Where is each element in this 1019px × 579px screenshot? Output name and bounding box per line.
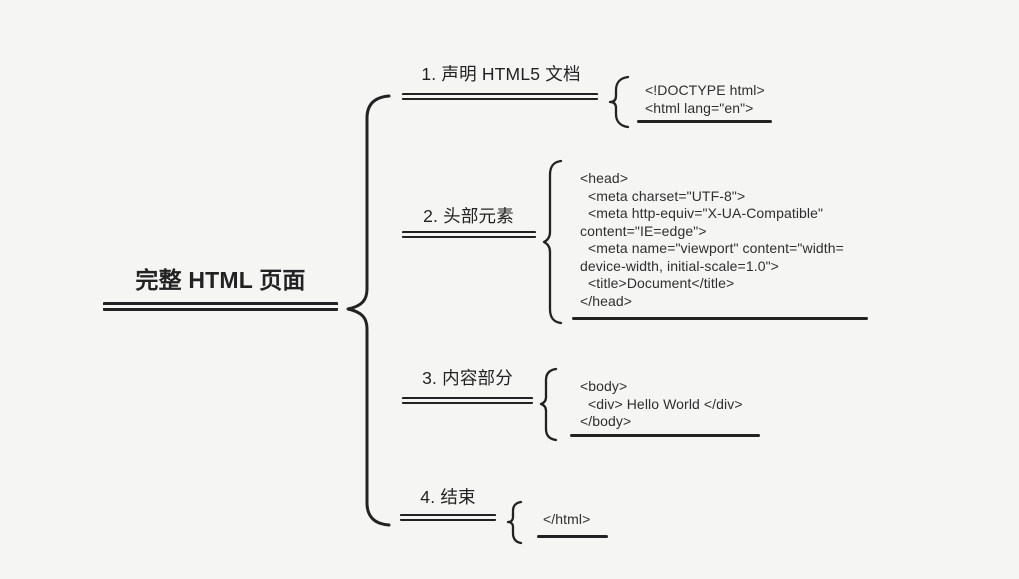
branch-3-code[interactable]: <body> <div> Hello World </div> </body> — [580, 378, 743, 429]
branch-4-code-underline — [537, 535, 608, 538]
branch-4-underline — [400, 514, 496, 521]
branch-4-brace-icon — [506, 500, 523, 545]
branch-1-brace-icon — [608, 75, 630, 129]
branch-1-code-underline — [637, 120, 772, 123]
branch-4-label[interactable]: 4. 结束 — [420, 487, 476, 507]
branch-2-underline — [402, 231, 536, 238]
branch-2-brace-icon — [542, 159, 563, 325]
branch-2-label[interactable]: 2. 头部元素 — [423, 206, 514, 226]
branch-3-code-underline — [570, 434, 760, 437]
branch-1-underline — [402, 93, 598, 100]
branch-3-underline — [402, 397, 533, 404]
branch-2-code-underline — [572, 317, 868, 320]
root-topic-underline — [103, 302, 338, 312]
branch-2-code[interactable]: <head> <meta charset="UTF-8"> <meta http… — [580, 170, 844, 309]
root-topic-label[interactable]: 完整 HTML 页面 — [135, 267, 306, 293]
root-branches-brace-icon — [346, 94, 391, 527]
branch-4-code[interactable]: </html> — [543, 511, 591, 527]
branch-1-label[interactable]: 1. 声明 HTML5 文档 — [421, 64, 581, 84]
branch-3-label[interactable]: 3. 内容部分 — [422, 368, 513, 388]
branch-1-code[interactable]: <!DOCTYPE html> <html lang="en"> — [645, 82, 765, 116]
branch-3-brace-icon — [539, 367, 558, 442]
